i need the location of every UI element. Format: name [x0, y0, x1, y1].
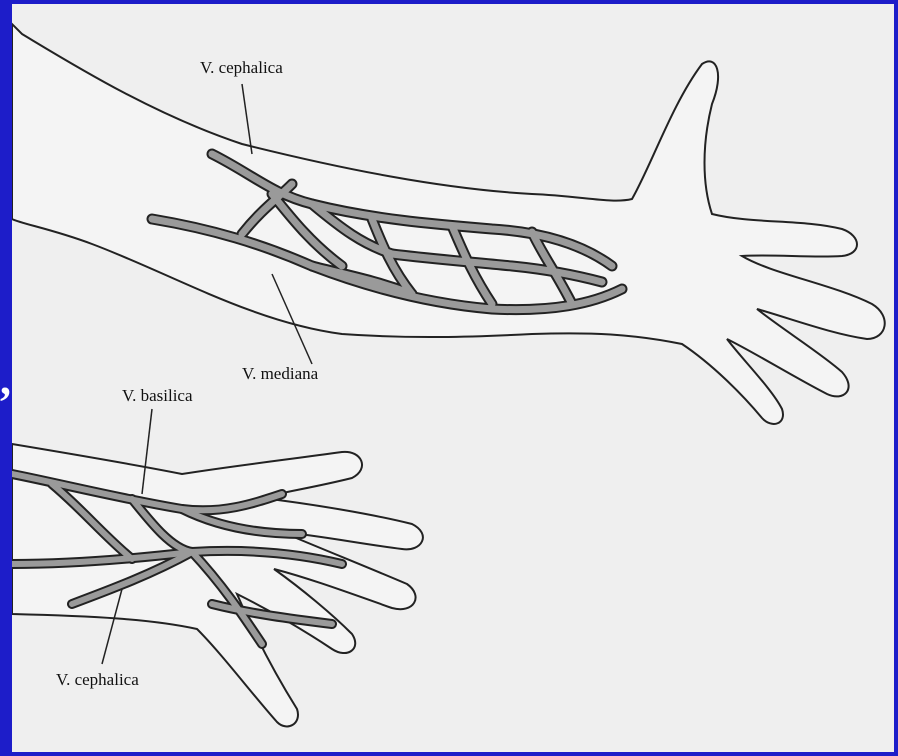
- figure-frame: V. cephalica V. mediana V. basilica V. c…: [12, 4, 894, 752]
- side-comma-mark: ,: [0, 354, 11, 405]
- label-v-basilica: V. basilica: [122, 386, 193, 406]
- upper-arm-drawing: [12, 24, 885, 424]
- arm-vein-illustration: [12, 4, 894, 752]
- label-v-cephalica-bottom: V. cephalica: [56, 670, 139, 690]
- label-v-cephalica-top: V. cephalica: [200, 58, 283, 78]
- label-v-mediana: V. mediana: [242, 364, 318, 384]
